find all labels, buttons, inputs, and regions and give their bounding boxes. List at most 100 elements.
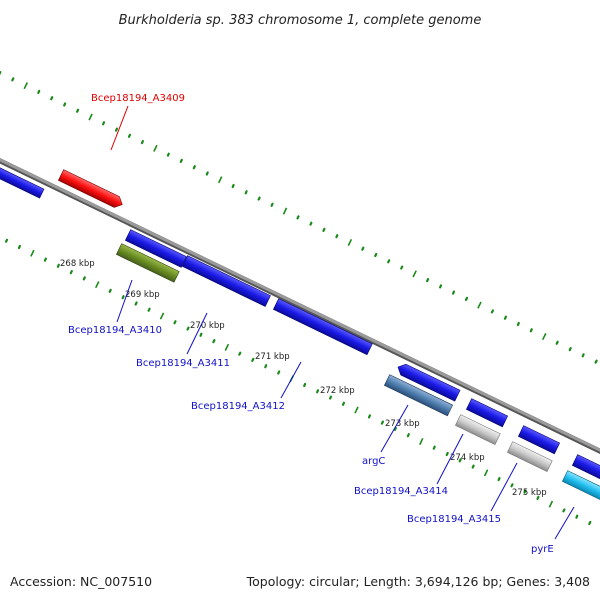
gene-arrow-blue-4[interactable] — [272, 298, 373, 356]
minor-tick — [516, 321, 520, 327]
scale-label: 271 kbp — [255, 352, 290, 362]
scale-label: 270 kbp — [190, 321, 225, 331]
leader-line-a3409 — [110, 105, 129, 151]
minor-tick — [205, 171, 209, 176]
leader-line-argc — [380, 404, 409, 453]
minor-tick — [303, 382, 307, 388]
gene-label-a3409[interactable]: Bcep18194_A3409 — [91, 93, 185, 104]
minor-tick — [63, 102, 67, 107]
minor-tick — [536, 495, 540, 500]
gene-labels: Bcep18194_A3409 Bcep18194_A3410 Bcep1819… — [68, 93, 554, 555]
minor-tick — [140, 140, 144, 145]
gene-arrow-steelblue[interactable] — [383, 374, 454, 417]
minor-tick — [523, 489, 527, 494]
inner-tick-track — [4, 238, 592, 526]
scale-label: 273 kbp — [385, 419, 420, 429]
minor-tick — [147, 307, 151, 312]
label-leader-lines — [110, 105, 575, 540]
minor-tick — [432, 445, 436, 450]
major-tick — [412, 270, 417, 278]
gene-arrow-blue-6[interactable] — [465, 398, 509, 428]
minor-tick — [251, 357, 255, 362]
gene-arrow-red[interactable] — [57, 169, 124, 210]
gene-label-a3411[interactable]: Bcep18194_A3411 — [136, 358, 230, 369]
gene-arrow-cyan[interactable] — [561, 470, 600, 504]
gene-label-a3415[interactable]: Bcep18194_A3415 — [407, 514, 501, 525]
minor-tick — [127, 133, 132, 138]
minor-tick — [257, 196, 261, 201]
minor-tick — [426, 278, 430, 283]
topology-summary-text: Topology: circular; Length: 3,694,126 bp… — [246, 574, 590, 589]
scale-label: 272 kbp — [320, 386, 355, 396]
gene-label-a3414[interactable]: Bcep18194_A3414 — [354, 486, 448, 497]
minor-tick — [186, 326, 190, 331]
gene-arrow-blue-7[interactable] — [517, 425, 561, 455]
gene-arrow-blue-2[interactable] — [124, 229, 187, 268]
gene-arrow-olive[interactable] — [115, 243, 180, 283]
minor-tick — [406, 433, 410, 438]
minor-tick — [529, 328, 533, 333]
accession-text: Accession: NC_007510 — [10, 574, 152, 589]
minor-tick — [108, 288, 112, 293]
leader-line-a3415 — [490, 462, 518, 512]
minor-tick — [4, 238, 9, 243]
minor-tick — [393, 426, 397, 431]
major-tick — [153, 144, 158, 152]
chromosome-backbone — [0, 158, 600, 452]
minor-tick — [387, 259, 391, 264]
minor-tick — [562, 508, 566, 513]
minor-tick — [439, 284, 443, 289]
minor-tick — [121, 295, 125, 300]
major-tick — [548, 500, 554, 508]
minor-tick — [75, 108, 80, 113]
minor-tick — [309, 221, 313, 226]
minor-tick — [179, 158, 183, 163]
minor-tick — [445, 451, 449, 457]
major-tick — [159, 312, 165, 320]
major-tick — [282, 207, 288, 215]
gene-label-a3412[interactable]: Bcep18194_A3412 — [191, 401, 285, 412]
gene-arrow-blue-1[interactable] — [0, 166, 45, 199]
minor-tick — [367, 414, 371, 419]
minor-tick — [82, 276, 86, 281]
major-tick — [541, 333, 547, 341]
major-tick — [477, 301, 482, 309]
minor-tick — [192, 165, 196, 170]
minor-tick — [166, 152, 170, 157]
minor-tick — [173, 320, 177, 325]
major-tick — [347, 238, 353, 246]
scale-label: 269 kbp — [125, 290, 160, 300]
minor-tick — [510, 483, 514, 488]
minor-tick — [452, 290, 456, 295]
minor-tick — [56, 263, 60, 268]
gene-arrow-blue-5[interactable] — [395, 362, 461, 402]
major-tick — [354, 406, 359, 414]
gene-arrow-gray-1[interactable] — [454, 414, 501, 445]
gene-label-pyre[interactable]: pyrE — [531, 544, 554, 555]
minor-tick — [594, 359, 598, 364]
major-tick — [88, 113, 93, 121]
minor-tick — [114, 127, 119, 132]
scale-label: 268 kbp — [60, 259, 95, 269]
minor-tick — [568, 347, 572, 352]
minor-tick — [575, 514, 579, 519]
gene-label-argc[interactable]: argC — [362, 456, 385, 467]
minor-tick — [296, 215, 300, 220]
minor-tick — [588, 520, 592, 526]
minor-tick — [212, 339, 216, 344]
minor-tick — [361, 246, 365, 251]
gene-features — [0, 166, 600, 504]
minor-tick — [471, 464, 475, 469]
gene-arrow-gray-2[interactable] — [506, 441, 553, 472]
major-tick — [217, 176, 223, 184]
gene-arrow-blue-8[interactable] — [571, 454, 600, 484]
minor-tick — [341, 401, 346, 406]
leader-line-a3414 — [436, 433, 464, 485]
major-tick — [419, 437, 424, 445]
scale-label: 275 kbp — [512, 488, 547, 498]
gene-label-a3410[interactable]: Bcep18194_A3410 — [68, 325, 162, 336]
major-tick — [94, 281, 100, 289]
gene-arrow-blue-3[interactable] — [181, 255, 271, 307]
